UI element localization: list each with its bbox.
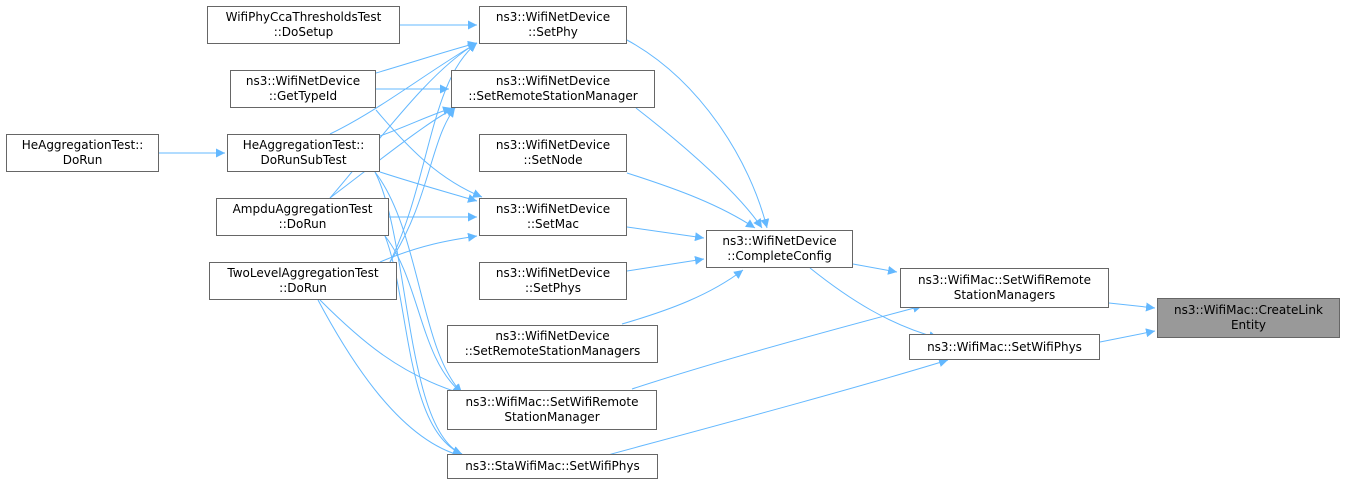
- node-wifinetdevice-setremotestationmanager[interactable]: ns3::WifiNetDevice ::SetRemoteStationMan…: [451, 70, 655, 108]
- edge-ampdu-to-setremotestationmanager: [329, 107, 456, 199]
- edge-dorunsubtest-to-setphy: [329, 42, 478, 135]
- node-label-line1: HeAggregationTest::: [242, 138, 365, 152]
- node-label-line1: ns3::WifiNetDevice: [245, 74, 361, 88]
- node-wifimac-createlinkentity: ns3::WifiMac::CreateLink Entity: [1157, 298, 1340, 338]
- node-label-line2: ::SetRemoteStationManager: [468, 89, 638, 103]
- node-label-line1: ns3::WifiMac::SetWifiRemote: [465, 395, 639, 409]
- edge-twolevel-to-setremotestationmanager: [389, 107, 456, 263]
- node-wifinetdevice-setmac[interactable]: ns3::WifiNetDevice ::SetMac: [479, 198, 627, 236]
- node-label-line1: ns3::WifiNetDevice: [495, 10, 611, 24]
- edge-twolevel-to-stasetwifiphys: [317, 299, 463, 459]
- edge-setremotestationmanager-to-completeconfig: [635, 107, 763, 229]
- node-label-line2: ::GetTypeId: [268, 89, 338, 103]
- node-heaggregationtest-dorun[interactable]: HeAggregationTest:: DoRun: [6, 134, 159, 172]
- edge-dorunsubtest-to-setremotestationmanager: [379, 106, 453, 137]
- node-wifinetdevice-setremotestationmanagers[interactable]: ns3::WifiNetDevice ::SetRemoteStationMan…: [447, 325, 658, 363]
- node-label-line1: ns3::WifiNetDevice: [495, 266, 611, 280]
- node-label-line1: ns3::WifiNetDevice: [495, 329, 610, 343]
- node-label-line2: ::DoSetup: [273, 25, 334, 39]
- node-label-line2: DoRun: [62, 153, 103, 167]
- node-label-line2: StationManager: [504, 410, 600, 424]
- edge-ampdu-to-setphy: [329, 42, 478, 199]
- edge-ampdu-to-macsetwifiremotestationmanager: [384, 235, 463, 394]
- node-label-line2: ::DoRun: [278, 217, 327, 231]
- node-ampduaggregationtest-dorun[interactable]: AmpduAggregationTest ::DoRun: [216, 198, 389, 236]
- node-label-line2: ::CompleteConfig: [727, 249, 832, 263]
- edge-completeconfig-to-macsetwifiphys: [809, 267, 939, 340]
- edge-gettypeid-to-setmac: [375, 109, 483, 198]
- node-label-line2: ::SetMac: [526, 217, 580, 231]
- node-label-line1: ns3::StaWifiMac::SetWifiPhys: [465, 459, 640, 473]
- node-wifinetdevice-setphys[interactable]: ns3::WifiNetDevice ::SetPhys: [479, 262, 627, 300]
- node-wifimac-setwifiremotestationmanager[interactable]: ns3::WifiMac::SetWifiRemote StationManag…: [447, 390, 657, 430]
- node-label-line1: ns3::WifiNetDevice: [722, 234, 837, 248]
- edge-dorunsubtest-to-setmac: [379, 171, 478, 203]
- edge-macsetwifiphys-to-createlinkentity: [1099, 328, 1156, 343]
- node-wifinetdevice-completeconfig[interactable]: ns3::WifiNetDevice ::CompleteConfig: [706, 230, 853, 268]
- node-label-line1: ns3::WifiMac::CreateLink: [1174, 303, 1323, 317]
- edge-setphys-to-completeconfig: [626, 255, 705, 272]
- node-wifinetdevice-gettypeid[interactable]: ns3::WifiNetDevice ::GetTypeId: [230, 70, 376, 108]
- node-twolevelaggregationtest-dorun[interactable]: TwoLevelAggregationTest ::DoRun: [209, 262, 397, 300]
- edge-setremotestationmanagers-to-completeconfig: [621, 269, 744, 325]
- node-wifinetdevice-setnode[interactable]: ns3::WifiNetDevice ::SetNode: [479, 134, 627, 172]
- edge-setphy-to-completeconfig: [626, 39, 770, 229]
- node-wifimac-setwifiphys[interactable]: ns3::WifiMac::SetWifiPhys: [909, 334, 1100, 360]
- node-label-line2: Entity: [1230, 318, 1267, 332]
- node-label-line2: ::SetNode: [523, 153, 583, 167]
- node-label-line2: DoRunSubTest: [260, 153, 347, 167]
- edge-gettypeid-to-setphy: [375, 40, 478, 74]
- edge-twolevel-to-macsetwifiremotestationmanager: [319, 299, 464, 396]
- node-label-line2: StationManagers: [953, 288, 1056, 302]
- node-wifi-phy-cca-thresholds-test-dosetup[interactable]: WifiPhyCcaThresholdsTest ::DoSetup: [207, 6, 400, 44]
- node-wifinetdevice-setphy[interactable]: ns3::WifiNetDevice ::SetPhy: [479, 6, 627, 44]
- edge-setwifiremotestationmanagers-to-createlinkentity: [1108, 302, 1156, 312]
- node-label-line1: ns3::WifiNetDevice: [495, 202, 611, 216]
- edge-twolevel-to-setmac: [379, 232, 478, 263]
- node-label-line1: AmpduAggregationTest: [232, 202, 373, 216]
- node-heaggregationtest-dorunsubtest[interactable]: HeAggregationTest:: DoRunSubTest: [227, 134, 380, 172]
- node-wifimac-setwifiremotestationmanagers[interactable]: ns3::WifiMac::SetWifiRemote StationManag…: [900, 268, 1109, 308]
- node-label-line2: ::SetPhy: [528, 25, 578, 39]
- node-label-line1: ns3::WifiNetDevice: [495, 74, 611, 88]
- node-label-line1: TwoLevelAggregationTest: [227, 266, 379, 280]
- node-label-line2: ::DoRun: [279, 281, 327, 295]
- edge-stasetwifiphys-to-macsetwifiphys: [603, 358, 949, 457]
- edge-setmac-to-completeconfig: [626, 226, 705, 242]
- node-label-line1: ns3::WifiMac::SetWifiRemote: [918, 273, 1091, 287]
- node-label-line1: ns3::WifiMac::SetWifiPhys: [927, 339, 1082, 354]
- node-label-line2: ::SetPhys: [525, 281, 581, 295]
- node-label-line1: WifiPhyCcaThresholdsTest: [225, 10, 382, 24]
- node-label-line1: HeAggregationTest::: [21, 138, 144, 152]
- edge-completeconfig-to-setwifiremotestationmanagers: [852, 263, 898, 275]
- node-label-line2: ::SetRemoteStationManagers: [464, 344, 641, 358]
- edge-macsetwifiremotestationmanager-to-setwifiremotestationmanagers: [631, 303, 923, 390]
- edge-dorunsubtest-to-macsetwifiremotestationmanager: [374, 171, 463, 394]
- node-stawifimac-setwifiphys[interactable]: ns3::StaWifiMac::SetWifiPhys: [447, 454, 658, 479]
- edge-setnode-to-completeconfig: [626, 172, 756, 229]
- edge-twolevel-to-setphy: [389, 42, 478, 263]
- node-label-line1: ns3::WifiNetDevice: [495, 138, 611, 152]
